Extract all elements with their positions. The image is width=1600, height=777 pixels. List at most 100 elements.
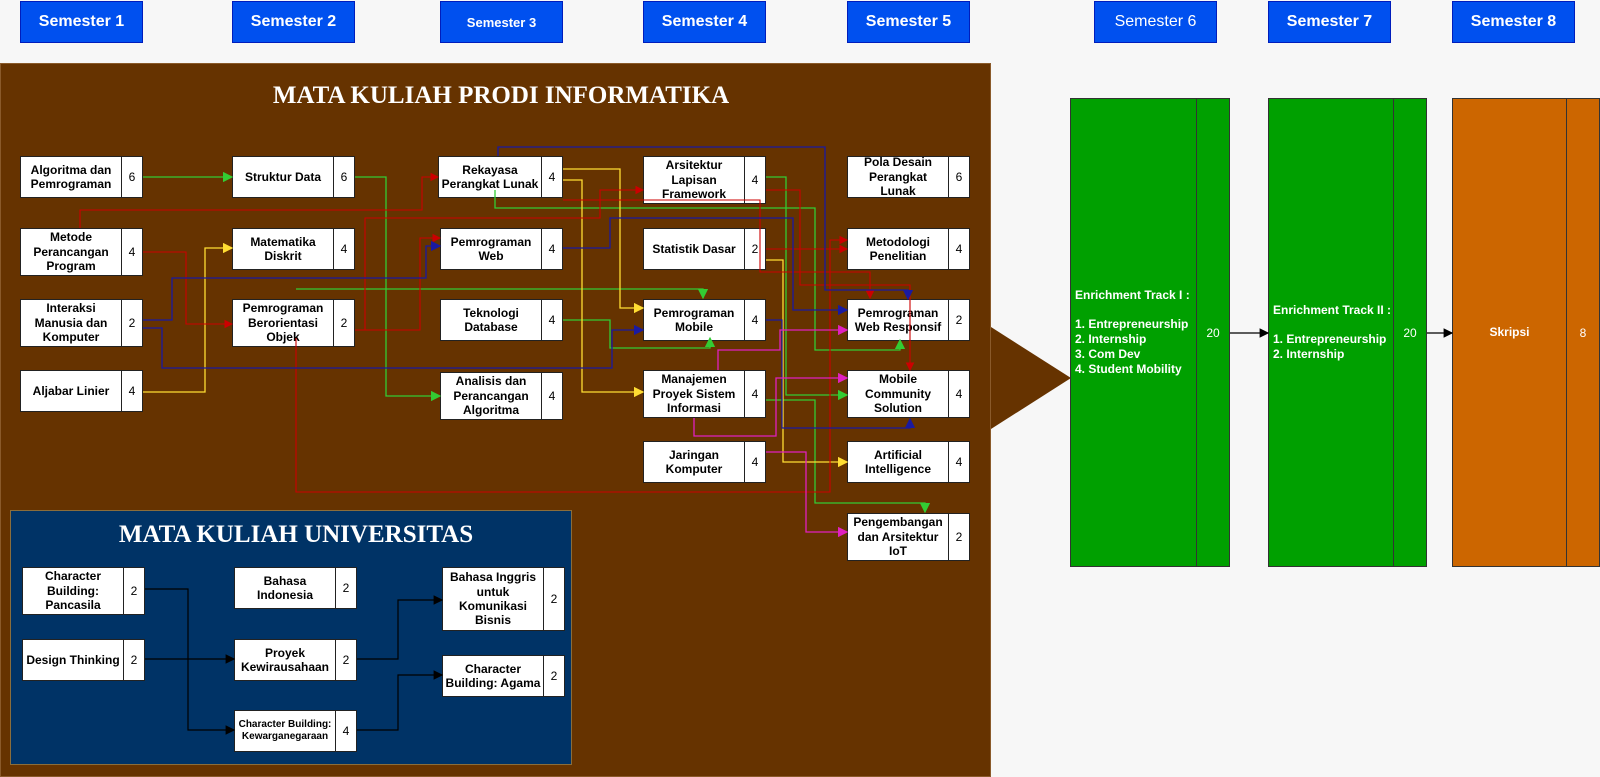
course-credits: 2 [550, 592, 558, 606]
semester-5-header: Semester 5 [847, 1, 970, 43]
course-artificial-intelligence: Artificial Intelligence 4 [847, 441, 970, 483]
course-credits: 6 [340, 170, 348, 184]
course-aljabar-linier: Aljabar Linier 4 [20, 370, 143, 412]
course-bahasa-inggris-komunikasi-bisnis: Bahasa Inggris untuk Komunikasi Bisnis 2 [442, 567, 565, 631]
semester-2-header: Semester 2 [232, 1, 355, 43]
course-name: Design Thinking [23, 640, 124, 680]
track-2-item: 1. Entrepreneurship [1273, 332, 1387, 346]
course-name: Bahasa Inggris untuk Komunikasi Bisnis [443, 568, 544, 630]
course-pengembangan-arsitektur-iot: Pengembangan dan Arsitektur IoT 2 [847, 513, 970, 561]
course-credits: 4 [128, 245, 136, 259]
course-credits: 4 [342, 724, 350, 738]
course-character-building-pancasila: Character Building: Pancasila 2 [22, 567, 145, 615]
course-credits: 2 [130, 584, 138, 598]
course-name: Struktur Data [233, 157, 334, 197]
course-credits: 4 [955, 455, 963, 469]
course-name: Pemrograman Berorientasi Objek [233, 300, 334, 346]
course-name: Character Building: Kewarganegaraan [235, 711, 336, 751]
course-pemrograman-mobile: Pemrograman Mobile 4 [643, 299, 766, 341]
course-credits: 4 [955, 387, 963, 401]
course-metodologi-penelitian: Metodologi Penelitian 4 [847, 228, 970, 270]
course-name: Artificial Intelligence [848, 442, 949, 482]
course-name: Analisis dan Perancangan Algoritma [441, 373, 542, 419]
course-pemrograman-web-responsif: Pemrograman Web Responsif 2 [847, 299, 970, 341]
course-credits: 4 [955, 242, 963, 256]
universitas-title: MATA KULIAH UNIVERSITAS [118, 521, 474, 548]
semester-6-header: Semester 6 [1094, 1, 1217, 43]
course-name: Character Building: Pancasila [23, 568, 124, 614]
course-metode-perancangan-program: Metode Perancangan Program 4 [20, 228, 143, 276]
course-credits: 4 [128, 384, 136, 398]
course-credits: 2 [955, 313, 963, 327]
course-credits: 2 [955, 530, 963, 544]
course-credits: 4 [548, 313, 556, 327]
course-name: Statistik Dasar [644, 229, 745, 269]
course-credits: 4 [751, 173, 759, 187]
course-name: Pemrograman Mobile [644, 300, 745, 340]
course-character-building-kewarganegaraan: Character Building: Kewarganegaraan 4 [234, 710, 357, 752]
track-1-name: Enrichment Track I : 1. Entrepreneurship… [1071, 99, 1197, 566]
semester-3-header: Semester 3 [440, 1, 563, 43]
course-name: Algoritma dan Pemrograman [21, 157, 122, 197]
course-name: Matematika Diskrit [233, 229, 334, 269]
semester-7-header: Semester 7 [1268, 1, 1391, 43]
skripsi-credits: 8 [1579, 325, 1587, 340]
course-analisis-perancangan-algoritma: Analisis dan Perancangan Algoritma 4 [440, 372, 563, 420]
track-2-name: Enrichment Track II : 1. Entrepreneurshi… [1269, 99, 1394, 566]
skripsi-name: Skripsi [1453, 99, 1567, 566]
course-pola-desain-perangkat-lunak: Pola Desain Perangkat Lunak 6 [847, 155, 970, 198]
course-credits: 4 [548, 242, 556, 256]
course-manajemen-proyek-sistem-informasi: Manajemen Proyek Sistem Informasi 4 [643, 370, 766, 418]
course-rekayasa-perangkat-lunak: Rekayasa Perangkat Lunak 4 [438, 156, 563, 198]
course-credits: 2 [128, 316, 136, 330]
course-name: Bahasa Indonesia [235, 568, 336, 608]
course-name: Character Building: Agama [443, 656, 544, 696]
course-name: Pemrograman Web [441, 229, 542, 269]
skripsi-block: Skripsi 8 [1452, 98, 1600, 567]
course-credits: 4 [548, 389, 556, 403]
course-name: Arsitektur Lapisan Framework [644, 157, 745, 203]
course-credits: 2 [342, 653, 350, 667]
track-1-credits: 20 [1206, 325, 1220, 340]
course-name: Aljabar Linier [21, 371, 122, 411]
course-teknologi-database: Teknologi Database 4 [440, 299, 563, 341]
course-credits: 4 [340, 242, 348, 256]
course-pemrograman-berorientasi-objek: Pemrograman Berorientasi Objek 2 [232, 299, 355, 347]
course-credits: 2 [340, 316, 348, 330]
course-pemrograman-web: Pemrograman Web 4 [440, 228, 563, 270]
course-credits: 2 [550, 669, 558, 683]
course-credits: 4 [548, 170, 556, 184]
course-design-thinking: Design Thinking 2 [22, 639, 145, 681]
course-name: Mobile Community Solution [848, 371, 949, 417]
course-jaringan-komputer: Jaringan Komputer 4 [643, 441, 766, 483]
enrichment-track-2: Enrichment Track II : 1. Entrepreneurshi… [1268, 98, 1427, 567]
course-credits: 2 [342, 581, 350, 595]
track-2-title: Enrichment Track II : [1273, 303, 1392, 317]
prodi-title: MATA KULIAH PRODI INFORMATIKA [272, 82, 730, 109]
track-2-credits: 20 [1403, 325, 1417, 340]
course-mobile-community-solution: Mobile Community Solution 4 [847, 370, 970, 418]
track-1-item: 3. Com Dev [1075, 347, 1141, 361]
course-name: Jaringan Komputer [644, 442, 745, 482]
course-name: Proyek Kewirausahaan [235, 640, 336, 680]
course-credits: 4 [751, 455, 759, 469]
track-1-item: 2. Internship [1075, 332, 1147, 346]
course-name: Pemrograman Web Responsif [848, 300, 949, 340]
course-bahasa-indonesia: Bahasa Indonesia 2 [234, 567, 357, 609]
course-credits: 6 [128, 170, 136, 184]
flow-arrow-triangle [991, 327, 1071, 429]
track-2-item: 2. Internship [1273, 347, 1345, 361]
course-algoritma-pemrograman: Algoritma dan Pemrograman 6 [20, 156, 143, 198]
course-name: Interaksi Manusia dan Komputer [21, 300, 122, 346]
course-name: Metode Perancangan Program [21, 229, 122, 275]
semester-8-header: Semester 8 [1452, 1, 1575, 43]
track-1-item: 4. Student Mobility [1075, 362, 1182, 376]
course-credits: 4 [751, 387, 759, 401]
course-name: Teknologi Database [441, 300, 542, 340]
course-credits: 2 [130, 653, 138, 667]
course-character-building-agama: Character Building: Agama 2 [442, 655, 565, 697]
course-matematika-diskrit: Matematika Diskrit 4 [232, 228, 355, 270]
course-interaksi-manusia-komputer: Interaksi Manusia dan Komputer 2 [20, 299, 143, 347]
course-name: Pengembangan dan Arsitektur IoT [848, 514, 949, 560]
course-name: Rekayasa Perangkat Lunak [439, 157, 542, 197]
